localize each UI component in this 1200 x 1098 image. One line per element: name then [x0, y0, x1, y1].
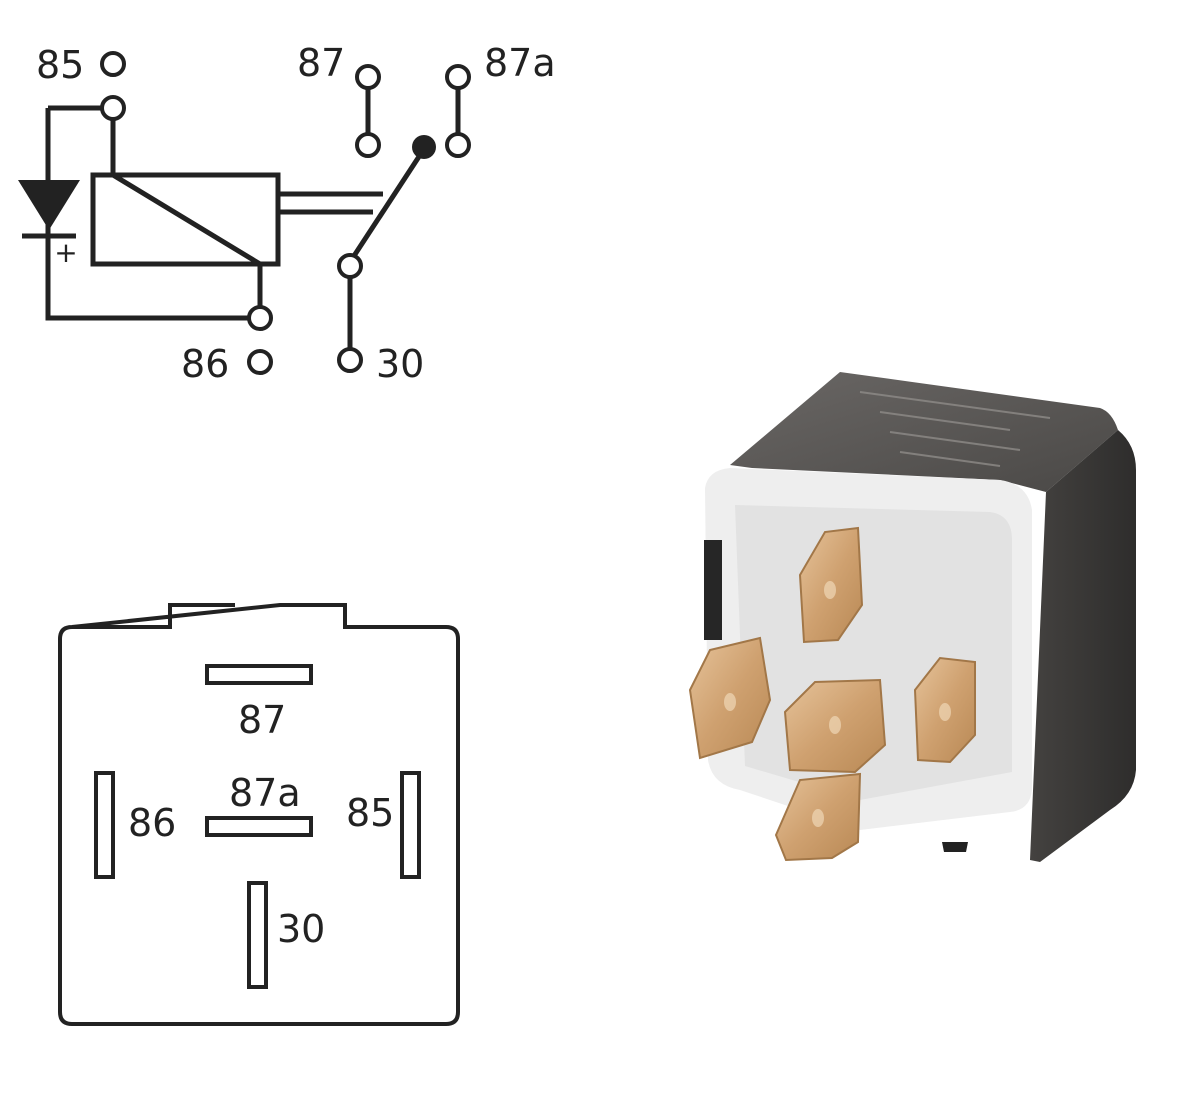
relay-pinout	[58, 603, 460, 1026]
pinout-label-87: 87	[238, 698, 286, 742]
label-87: 87	[297, 41, 345, 85]
relay-schematic	[45, 88, 461, 348]
pinout-housing-outline	[58, 603, 460, 1026]
pin-30-slot	[247, 881, 268, 989]
relay-body-side	[1030, 430, 1136, 862]
label-30: 30	[376, 342, 424, 386]
pinout-label-85: 85	[346, 791, 394, 835]
coil-return-wire	[45, 108, 250, 321]
terminal-blade-holes	[724, 581, 951, 827]
pin-87-slot	[205, 664, 313, 685]
contact-30-circle	[337, 253, 363, 279]
relay-top-print	[859, 391, 1051, 467]
relay-photo	[688, 372, 1136, 862]
terminal-85-circle	[100, 51, 126, 77]
relay-clip-left	[704, 540, 722, 640]
polarity-mark: +	[54, 236, 77, 269]
label-85: 85	[36, 43, 84, 87]
pinout-label-87a: 87a	[229, 771, 301, 815]
terminal-87-circle	[355, 64, 381, 90]
contact-87a-circle	[445, 132, 471, 158]
relay-body-top	[730, 372, 1118, 492]
terminal-86-circle	[247, 349, 273, 375]
terminal-87a-circle	[445, 64, 471, 90]
label-87a: 87a	[484, 41, 556, 85]
pin-86-slot	[94, 771, 115, 879]
contact-87-circle	[355, 132, 381, 158]
node-85-circle	[100, 95, 126, 121]
pinout-label-86: 86	[128, 801, 176, 845]
coil-box	[90, 172, 281, 267]
terminal-30-circle	[337, 347, 363, 373]
node-86-circle	[247, 305, 273, 331]
coil-diagonal	[111, 172, 262, 267]
switch-pivot-dot	[412, 135, 436, 159]
pinout-label-30: 30	[277, 907, 325, 951]
diode-symbol: +	[18, 180, 80, 269]
schematic-terminals	[100, 51, 471, 375]
switch-blade	[347, 150, 425, 264]
diode-triangle	[18, 180, 80, 230]
relay-foot	[942, 842, 968, 852]
pin-87a-slot	[205, 816, 313, 837]
pin-85-slot	[400, 771, 421, 879]
label-86: 86	[181, 342, 229, 386]
